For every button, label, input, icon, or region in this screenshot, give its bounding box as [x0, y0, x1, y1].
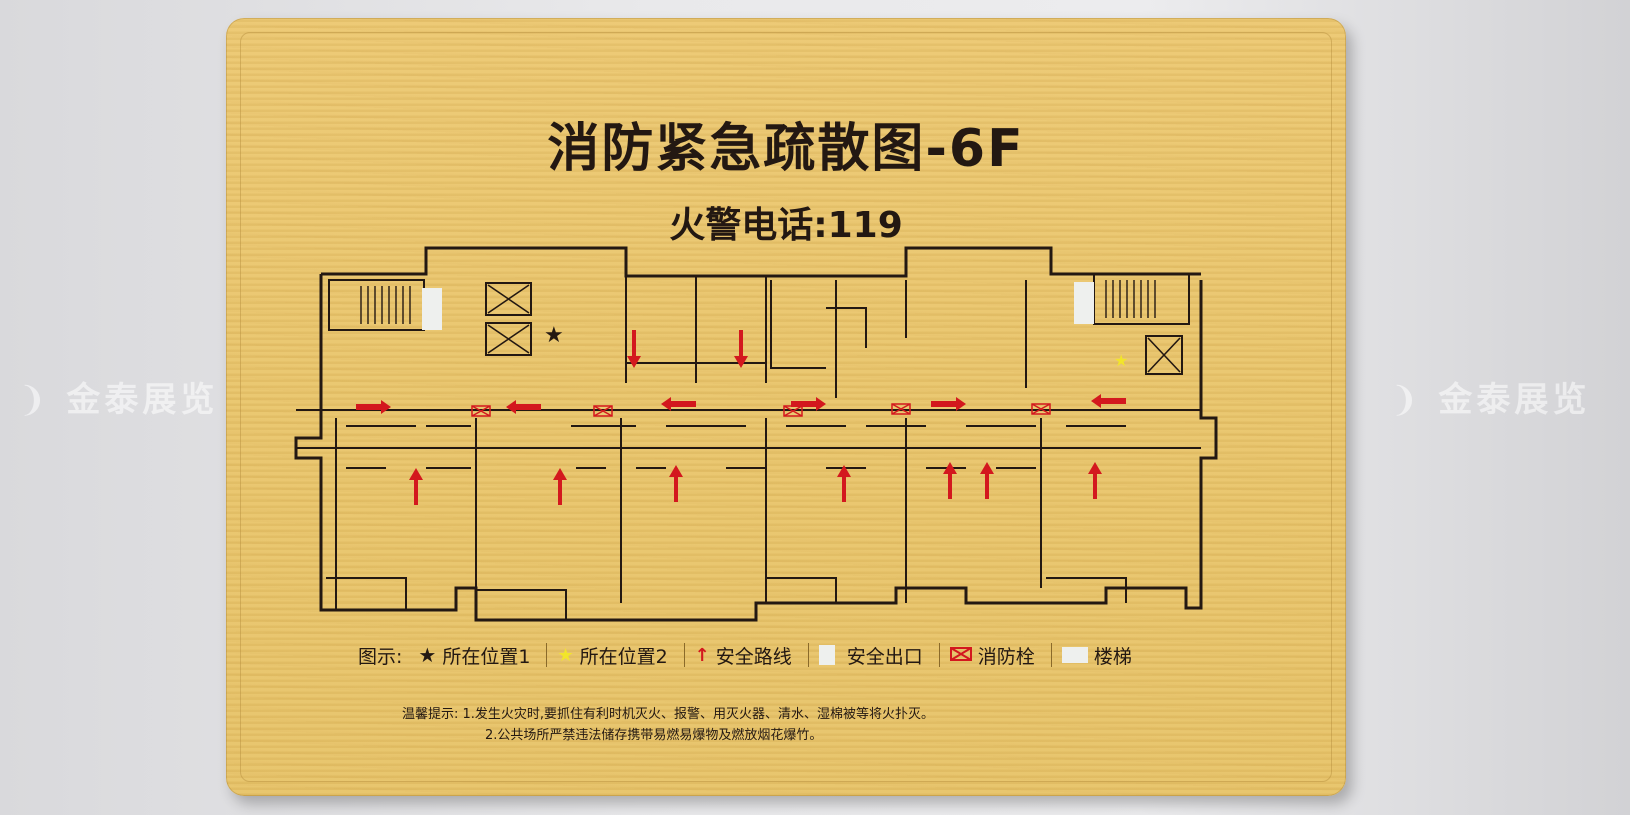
legend-item-position-2: ★ 所在位置2	[557, 642, 667, 669]
hydrant-markers	[471, 403, 1051, 417]
stair-swatch-right	[1074, 282, 1094, 324]
watermark-text: 金泰展览	[1438, 380, 1591, 420]
legend-divider	[807, 643, 809, 667]
legend-divider	[938, 643, 940, 667]
safety-note-2: 2.公共场所严禁违法储存携带易燃易爆物及燃放烟花爆竹。	[485, 728, 823, 743]
legend-item-safe-route: ↑ 安全路线	[695, 642, 792, 669]
stair-hatching	[360, 280, 1156, 324]
hydrant-box-icon	[949, 644, 972, 666]
safety-note-1: 温馨提示: 1.发生火灾时,要抓住有利时机灭火、报警、用灭火器、清水、湿棉被等将…	[402, 707, 935, 722]
legend-item-label: 所在位置2	[579, 645, 668, 668]
sign-title: 消防紧急疏散图-6F	[547, 119, 1025, 179]
watermark-logo-icon: ❩	[1390, 380, 1439, 420]
legend-item-label: 楼梯	[1093, 645, 1132, 668]
legend-divider	[546, 643, 548, 667]
floor-plan-walls	[294, 246, 1218, 622]
black-star-icon: ★	[418, 643, 437, 667]
legend-item-hydrant: 消防栓	[949, 642, 1035, 669]
legend-item-stairs: 楼梯	[1061, 642, 1132, 669]
watermark-text: 金泰展览	[66, 380, 219, 420]
stair-swatch-icon	[1061, 647, 1088, 663]
legend: 图示: ★ 所在位置1 ★ 所在位置2 ↑ 安全路线 安全出口 消防栓	[358, 640, 1258, 670]
fire-phone-number: 火警电话:119	[669, 205, 903, 246]
legend-divider	[1050, 643, 1052, 667]
legend-label: 图示:	[358, 645, 403, 668]
legend-item-label: 所在位置1	[442, 645, 531, 668]
safety-notes: 温馨提示: 1.发生火灾时,要抓住有利时机灭火、报警、用灭火器、清水、湿棉被等将…	[402, 704, 934, 746]
legend-item-safe-exit: 安全出口	[818, 642, 923, 669]
legend-item-position-1: ★ 所在位置1	[418, 642, 530, 669]
board-inner-frame	[240, 32, 1332, 782]
legend-divider	[683, 643, 685, 667]
elevator-crosses	[487, 284, 1181, 373]
position-2-star-icon: ★	[1114, 351, 1128, 370]
watermark-logo-icon: ❩	[18, 380, 67, 420]
yellow-star-icon: ★	[557, 644, 574, 666]
legend-item-label: 消防栓	[977, 645, 1035, 668]
red-arrow-icon: ↑	[694, 644, 710, 666]
watermark-left: ❩ 金泰展览	[18, 372, 218, 421]
position-1-star-icon: ★	[544, 323, 564, 348]
exit-sign-icon	[818, 645, 835, 665]
floor-plan: ★ ★	[294, 246, 1218, 622]
watermark-right: ❩ 金泰展览	[1390, 372, 1590, 421]
legend-item-label: 安全路线	[715, 645, 792, 668]
stair-swatch-left	[422, 288, 442, 330]
evacuation-arrows	[356, 330, 1126, 505]
evacuation-sign-board: 消防紧急疏散图-6F 火警电话:119	[226, 18, 1346, 796]
legend-item-label: 安全出口	[846, 645, 923, 668]
